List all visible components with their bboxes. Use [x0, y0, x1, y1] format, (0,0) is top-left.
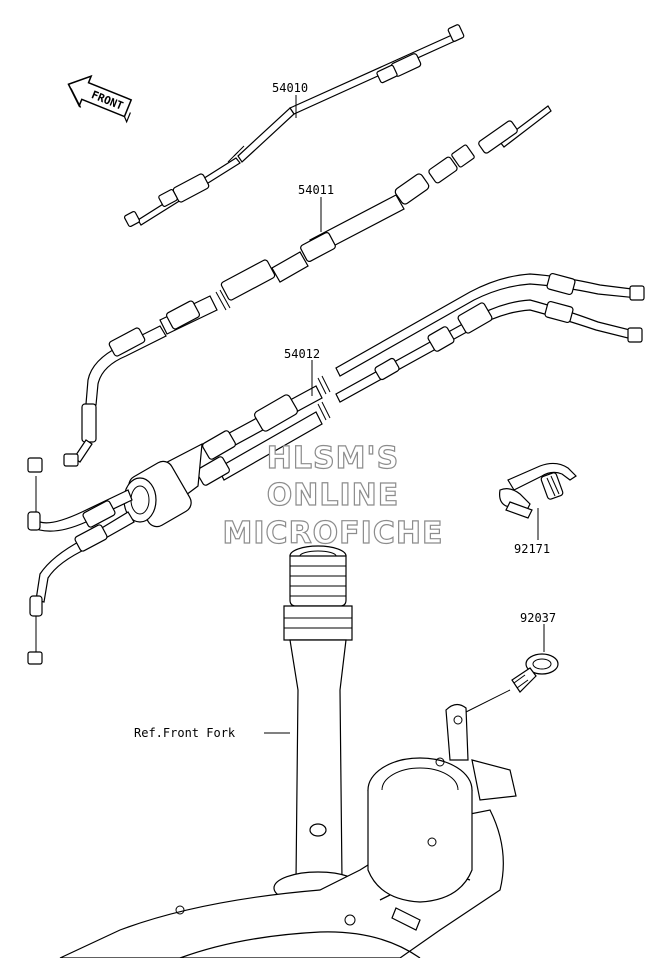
cable-54010	[123, 24, 465, 228]
watermark-line-1: HLSM'S	[267, 441, 399, 476]
watermark-line-2: ONLINE	[267, 478, 400, 513]
clamp-92171	[499, 462, 577, 519]
front-fork-label: Ref.Front Fork	[134, 726, 236, 740]
grommet-92037	[511, 653, 559, 693]
part-label-54012: 54012	[284, 347, 320, 361]
cable-54011	[63, 105, 552, 467]
cable-54012	[27, 272, 645, 665]
front-fork	[273, 545, 363, 905]
leader-lines	[264, 95, 545, 734]
watermark-line-3: MICROFICHE	[223, 516, 444, 551]
front-arrow-icon: FRONT	[67, 74, 133, 124]
part-label-54010: 54010	[272, 81, 308, 95]
steering-bracket	[59, 703, 517, 958]
part-label-92171: 92171	[514, 542, 550, 556]
part-label-92037: 92037	[520, 611, 556, 625]
part-label-54011: 54011	[298, 183, 334, 197]
